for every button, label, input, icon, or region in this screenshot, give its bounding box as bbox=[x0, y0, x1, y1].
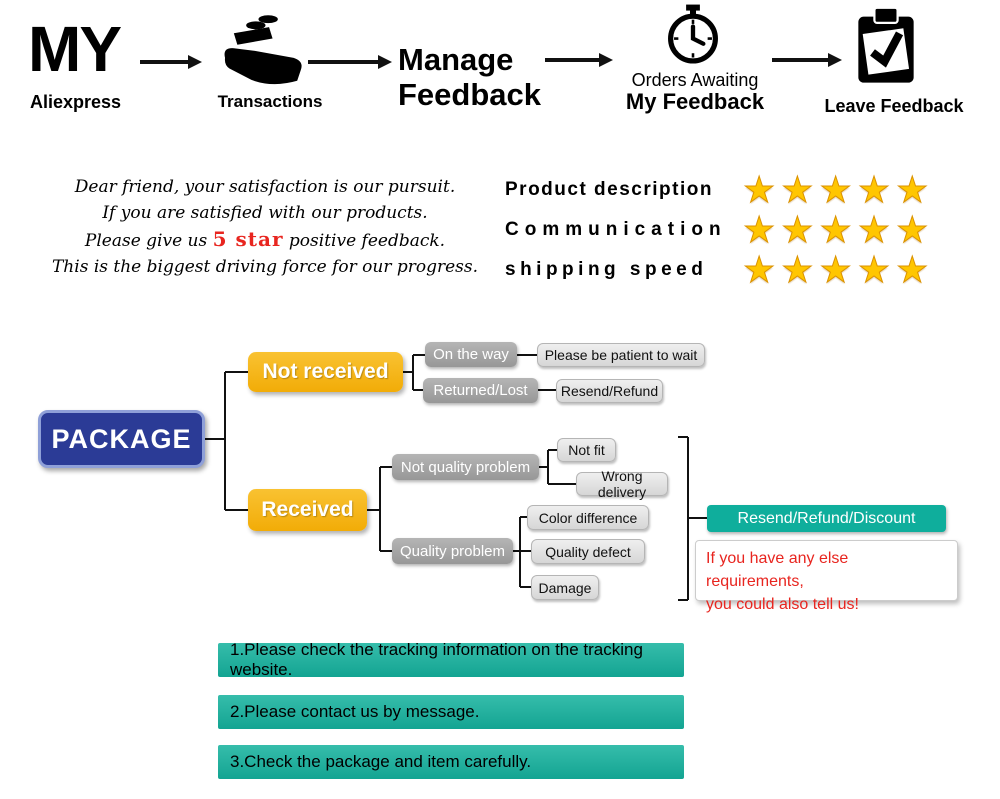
message-line-2: If you are satisfied with our products. bbox=[102, 203, 428, 223]
rating-row-product-description: Product description ★★★★★ bbox=[505, 170, 934, 210]
requirements-note-line1: If you have any else requirements, bbox=[706, 550, 849, 590]
step-bar-3: 3.Check the package and item carefully. bbox=[218, 745, 684, 779]
message-line-3: Please give us 5 star positive feedback. bbox=[45, 226, 485, 254]
message-line-3-pre: Please give us bbox=[84, 231, 213, 251]
not-fit-node: Not fit bbox=[557, 438, 616, 462]
clipboard-check-icon bbox=[853, 4, 919, 95]
flow-arrow-2 bbox=[308, 55, 392, 69]
five-stars-icon: ★★★★★ bbox=[742, 209, 935, 250]
clock-icon bbox=[662, 4, 724, 73]
satisfaction-message: Dear friend, your satisfaction is our pu… bbox=[45, 174, 485, 280]
manage-feedback-step: Manage Feedback bbox=[398, 42, 541, 112]
rating-row-shipping-speed: shipping speed ★★★★★ bbox=[505, 250, 934, 290]
orders-awaiting-label: Orders Awaiting bbox=[631, 70, 759, 90]
transactions-label: Transactions bbox=[217, 92, 323, 111]
not-received-node: Not received bbox=[248, 352, 403, 392]
five-stars-icon: ★★★★★ bbox=[742, 169, 935, 210]
rating-label: shipping speed bbox=[505, 259, 708, 280]
rating-label: Product description bbox=[505, 179, 713, 200]
resend-refund-node: Resend/Refund bbox=[556, 379, 663, 403]
resend-refund-discount-node: Resend/Refund/Discount bbox=[707, 505, 946, 532]
message-line-4: This is the biggest driving force for ou… bbox=[51, 257, 479, 277]
flow-arrow-4 bbox=[772, 53, 842, 67]
five-star-highlight: 5 star bbox=[212, 227, 284, 251]
my-feedback-label: My Feedback bbox=[625, 89, 765, 114]
requirements-note: If you have any else requirements, you c… bbox=[695, 540, 958, 613]
step-bar-1: 1.Please check the tracking information … bbox=[218, 640, 684, 679]
my-logo-text: MY bbox=[28, 13, 122, 85]
message-line-3-post: positive feedback. bbox=[283, 231, 446, 251]
rating-row-communication: Communication ★★★★★ bbox=[505, 210, 934, 250]
transactions-hand-money-icon bbox=[218, 12, 306, 93]
manage-feedback-line2: Feedback bbox=[398, 77, 542, 112]
five-stars-icon: ★★★★★ bbox=[742, 249, 935, 290]
rating-rows: Product description ★★★★★ Communication … bbox=[505, 170, 934, 290]
be-patient-node: Please be patient to wait bbox=[537, 343, 705, 367]
leave-feedback-label: Leave Feedback bbox=[824, 96, 964, 116]
received-node: Received bbox=[248, 489, 367, 531]
rating-label: Communication bbox=[505, 219, 727, 240]
color-difference-node: Color difference bbox=[527, 505, 649, 530]
not-quality-problem-node: Not quality problem bbox=[392, 454, 539, 480]
flow-arrow-1 bbox=[140, 55, 202, 69]
message-line-1: Dear friend, your satisfaction is our pu… bbox=[74, 177, 456, 197]
requirements-note-line2: you could also tell us! bbox=[706, 596, 859, 613]
damage-node: Damage bbox=[531, 575, 599, 600]
package-node: PACKAGE bbox=[38, 410, 205, 468]
manage-feedback-line1: Manage bbox=[398, 42, 514, 77]
quality-problem-node: Quality problem bbox=[392, 538, 513, 564]
returned-lost-node: Returned/Lost bbox=[423, 378, 538, 403]
aliexpress-label: Aliexpress bbox=[30, 92, 122, 112]
wrong-delivery-node: Wrong delivery bbox=[576, 468, 668, 500]
step-bar-2: 2.Please contact us by message. bbox=[218, 695, 684, 729]
on-the-way-node: On the way bbox=[425, 342, 517, 367]
flow-arrow-3 bbox=[545, 53, 613, 67]
quality-defect-node: Quality defect bbox=[531, 539, 645, 564]
